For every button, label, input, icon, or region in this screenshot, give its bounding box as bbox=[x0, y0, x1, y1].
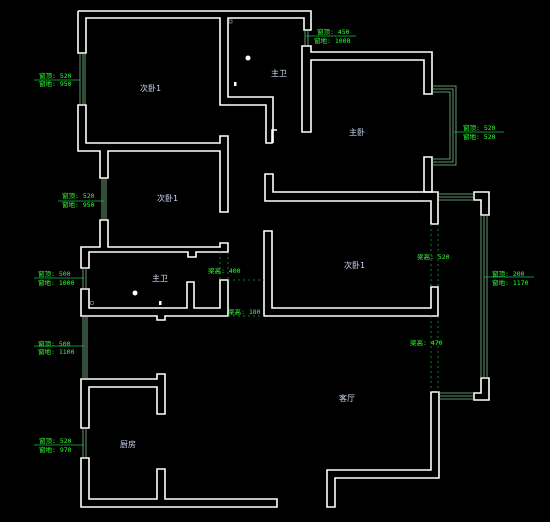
room-label-bed-second-c: 次卧1 bbox=[344, 260, 365, 270]
window-sill-label: 窗地: 1000 bbox=[314, 36, 351, 45]
height-annotations: 窗顶: 520 窗地: 950 窗顶: 450 窗地: 1000 窗顶: 520… bbox=[38, 27, 529, 454]
window-sill-label: 窗地: 1170 bbox=[492, 278, 529, 287]
window-top-label: 窗顶: 200 bbox=[492, 269, 525, 278]
room-labels: 次卧1 主卫 主卧 次卧1 主卫 次卧1 客厅 厨房 bbox=[120, 68, 365, 449]
beam-height-label: 梁高: 470 bbox=[410, 338, 443, 347]
window-top-label: 窗顶: 520 bbox=[62, 191, 95, 200]
window-top-label: 窗顶: 450 bbox=[317, 27, 350, 36]
window-sill-label: 窗地: 970 bbox=[39, 445, 72, 454]
room-label-kitchen: 厨房 bbox=[120, 439, 136, 449]
beam-lines bbox=[219, 224, 439, 392]
window-sill-label: 窗地: 1100 bbox=[38, 347, 75, 356]
room-label-bed-master: 主卧 bbox=[349, 127, 365, 137]
floor-drain-icon bbox=[228, 19, 233, 24]
toilet-icon bbox=[234, 82, 237, 86]
toilet-icon bbox=[159, 301, 162, 305]
room-label-living: 客厅 bbox=[339, 393, 355, 403]
window-top-label: 窗顶: 520 bbox=[39, 436, 72, 445]
window-top-label: 窗顶: 500 bbox=[38, 269, 71, 278]
window-top-label: 窗顶: 500 bbox=[38, 339, 71, 348]
window-sill-label: 窗地: 950 bbox=[39, 79, 72, 88]
beam-height-label: 梁高: 400 bbox=[208, 266, 241, 275]
beam-height-label: 梁高: 520 bbox=[417, 252, 450, 261]
fixtures bbox=[89, 19, 251, 306]
windows bbox=[79, 30, 488, 457]
washbasin-icon bbox=[245, 55, 251, 61]
room-label-bath-master-mid: 主卫 bbox=[152, 273, 168, 283]
room-label-bed-second-b: 次卧1 bbox=[157, 193, 178, 203]
floor-drain-icon bbox=[89, 300, 95, 306]
window-sill-label: 窗地: 950 bbox=[62, 200, 95, 209]
beam-height-label: 梁高: 180 bbox=[228, 307, 261, 316]
washbasin-icon bbox=[132, 290, 138, 296]
annotation-leaders bbox=[34, 35, 534, 446]
window-sill-label: 窗地: 520 bbox=[463, 132, 496, 141]
window-top-label: 窗顶: 520 bbox=[39, 71, 72, 80]
room-label-bed-second-a: 次卧1 bbox=[140, 83, 161, 93]
window-sill-label: 窗地: 1000 bbox=[38, 278, 75, 287]
window-top-label: 窗顶: 520 bbox=[463, 123, 496, 132]
room-label-bath-master-top: 主卫 bbox=[271, 68, 287, 78]
